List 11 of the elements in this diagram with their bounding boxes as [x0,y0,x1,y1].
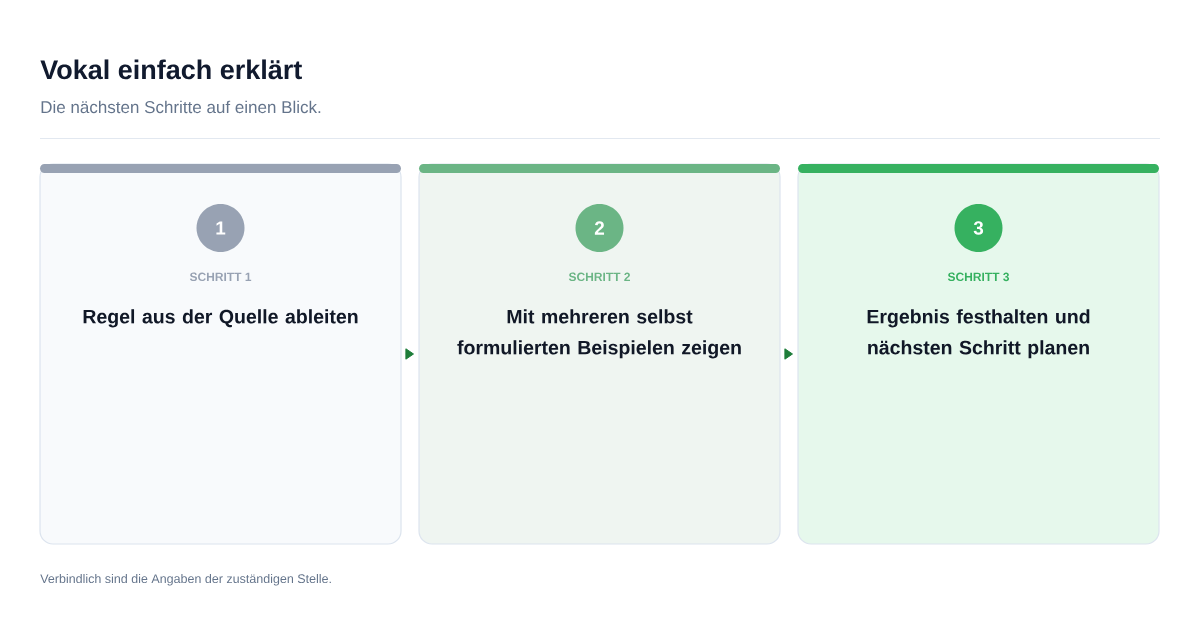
footnote: Verbindlich sind die Angaben der zuständigen Stelle. [40,573,331,586]
step-text: Regel aus der Quelle ableiten [83,309,358,328]
subtitle: Die nächsten Schritte auf einen Blick. [41,100,321,114]
step-text: Mit mehreren selbst formulierten Beispielen zeigen [457,309,741,359]
arrow [784,348,793,360]
step-label: SCHRITT 3 [947,272,1010,282]
arrow [405,348,414,360]
step-label: SCHRITT 2 [568,272,630,282]
title: Vokal einfach erklärt [40,59,302,80]
step-label: SCHRITT 1 [189,272,252,282]
step-text: Ergebnis festhalten und nächsten Schritt planen [867,309,1090,359]
